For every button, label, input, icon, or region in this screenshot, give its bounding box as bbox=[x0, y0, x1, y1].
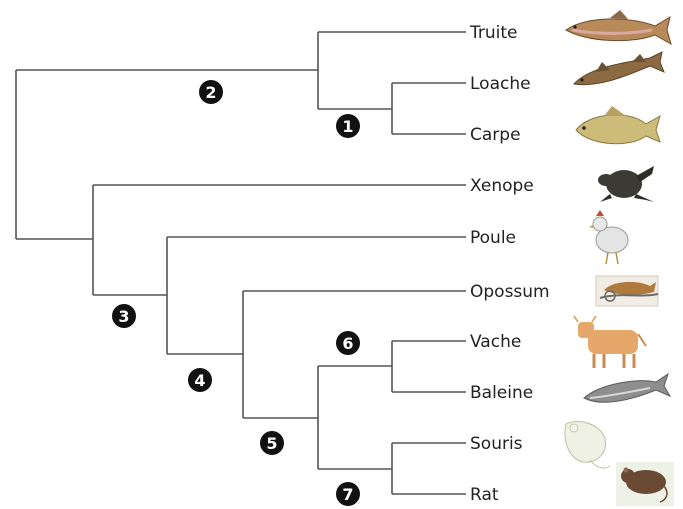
node-marker-6: 6 bbox=[336, 331, 360, 355]
whale-icon bbox=[584, 374, 670, 402]
node-marker-7: 7 bbox=[336, 482, 360, 506]
frog-icon bbox=[598, 166, 654, 202]
node-label: 6 bbox=[342, 334, 353, 353]
taxon-label-opossum: Opossum bbox=[470, 282, 550, 302]
taxon-label-truite: Truite bbox=[469, 23, 518, 43]
loach-icon bbox=[574, 52, 664, 85]
opossum-icon bbox=[596, 276, 658, 306]
node-markers: 1 2 3 4 5 6 7 bbox=[112, 80, 360, 506]
chicken-icon bbox=[589, 210, 628, 264]
node-label: 7 bbox=[342, 485, 353, 504]
node-label: 2 bbox=[205, 83, 216, 102]
taxon-labels: Truite Loache Carpe Xenope Poule Opossum… bbox=[469, 23, 550, 505]
node-label: 5 bbox=[266, 434, 277, 453]
mouse-icon bbox=[565, 422, 610, 468]
cow-icon bbox=[574, 316, 646, 368]
node-marker-2: 2 bbox=[199, 80, 223, 104]
taxon-label-vache: Vache bbox=[470, 332, 521, 352]
trout-icon bbox=[566, 10, 671, 44]
node-label: 3 bbox=[118, 307, 129, 326]
taxon-label-baleine: Baleine bbox=[470, 383, 533, 403]
taxon-label-souris: Souris bbox=[470, 434, 523, 454]
taxon-label-rat: Rat bbox=[470, 485, 499, 505]
node-marker-5: 5 bbox=[260, 431, 284, 455]
taxon-label-poule: Poule bbox=[470, 228, 516, 248]
taxon-label-carpe: Carpe bbox=[470, 125, 521, 145]
carp-icon bbox=[576, 106, 660, 144]
node-marker-1: 1 bbox=[336, 114, 360, 138]
node-label: 4 bbox=[194, 371, 205, 390]
node-marker-4: 4 bbox=[188, 368, 212, 392]
rat-icon bbox=[616, 462, 674, 506]
node-label: 1 bbox=[342, 117, 353, 136]
node-marker-3: 3 bbox=[112, 304, 136, 328]
animal-illustrations bbox=[565, 10, 674, 506]
taxon-label-loache: Loache bbox=[470, 74, 531, 94]
taxon-label-xenope: Xenope bbox=[470, 176, 534, 196]
tree-branches bbox=[16, 32, 466, 494]
